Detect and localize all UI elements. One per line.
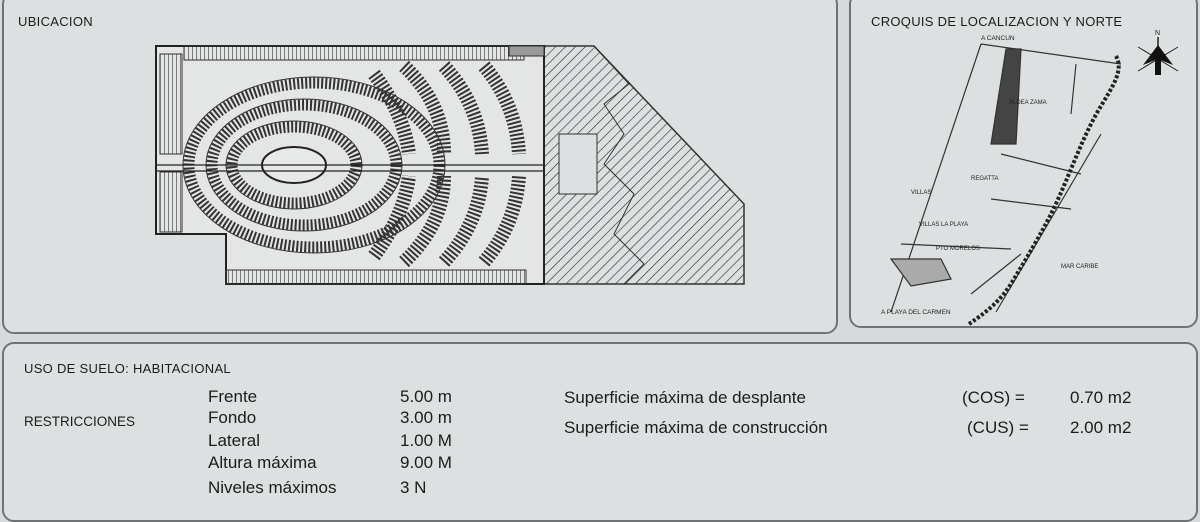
restriccion-value-frente: 5.00 m: [400, 387, 452, 406]
restriccion-label-lateral: Lateral: [208, 431, 260, 450]
cos-code: (COS) =: [962, 388, 1025, 407]
restricciones-label: RESTRICCIONES: [24, 414, 136, 429]
ubicacion-panel: UBICACION: [2, 0, 838, 334]
cus-code: (CUS) =: [967, 418, 1029, 437]
restriccion-value-fondo: 3.00 m: [400, 408, 452, 427]
ubicacion-title: UBICACION: [18, 14, 93, 29]
uso-title: USO DE SUELO: HABITACIONAL: [24, 361, 231, 376]
restriccion-value-lateral: 1.00 M: [400, 431, 452, 450]
restriccion-value-altura: 9.00 M: [400, 453, 452, 472]
svg-text:N: N: [1155, 30, 1160, 37]
coastline: [967, 55, 1121, 326]
restriccion-label-niveles: Niveles máximos: [208, 478, 337, 497]
label-cancun: A CANCUN: [981, 35, 1015, 42]
site-plan-map: [155, 45, 745, 285]
restriccion-label-altura: Altura máxima: [208, 453, 317, 472]
croquis-title: CROQUIS DE LOCALIZACION Y NORTE: [871, 14, 1123, 29]
restriccion-label-frente: Frente: [208, 387, 258, 406]
label-regatta: REGATTA: [971, 176, 998, 182]
cus-value: 2.00 m2: [1070, 418, 1132, 437]
north-arrow-icon: N: [1137, 30, 1179, 75]
label-mar-caribe: MAR CARIBE: [1061, 264, 1098, 270]
superficie-construccion-label: Superficie máxima de construcción: [564, 418, 828, 437]
label-aldea-zama: ALDEA ZAMA: [1009, 100, 1047, 106]
label-playa: A PLAYA DEL CARMEN: [881, 309, 951, 316]
restriccion-label-fondo: Fondo: [208, 408, 257, 427]
hatched-area: [518, 45, 745, 285]
label-villas-la-playa: VILLAS LA PLAYA: [919, 222, 968, 228]
location-sketch-map: A CANCUN A PLAYA DEL CARMEN ALDEA ZAMA R…: [881, 30, 1179, 326]
restriccion-value-niveles: 3 N: [400, 478, 427, 497]
superficie-desplante-label: Superficie máxima de desplante: [564, 388, 806, 407]
cos-value: 0.70 m2: [1070, 388, 1132, 407]
croquis-panel: CROQUIS DE LOCALIZACION Y NORTE A CANCUN…: [849, 0, 1198, 328]
label-pto-morelos: PTO MORELOS: [936, 246, 980, 252]
uso-de-suelo-panel: USO DE SUELO: HABITACIONAL RESTRICCIONES…: [2, 342, 1198, 522]
label-villas: VILLAS: [911, 190, 931, 196]
